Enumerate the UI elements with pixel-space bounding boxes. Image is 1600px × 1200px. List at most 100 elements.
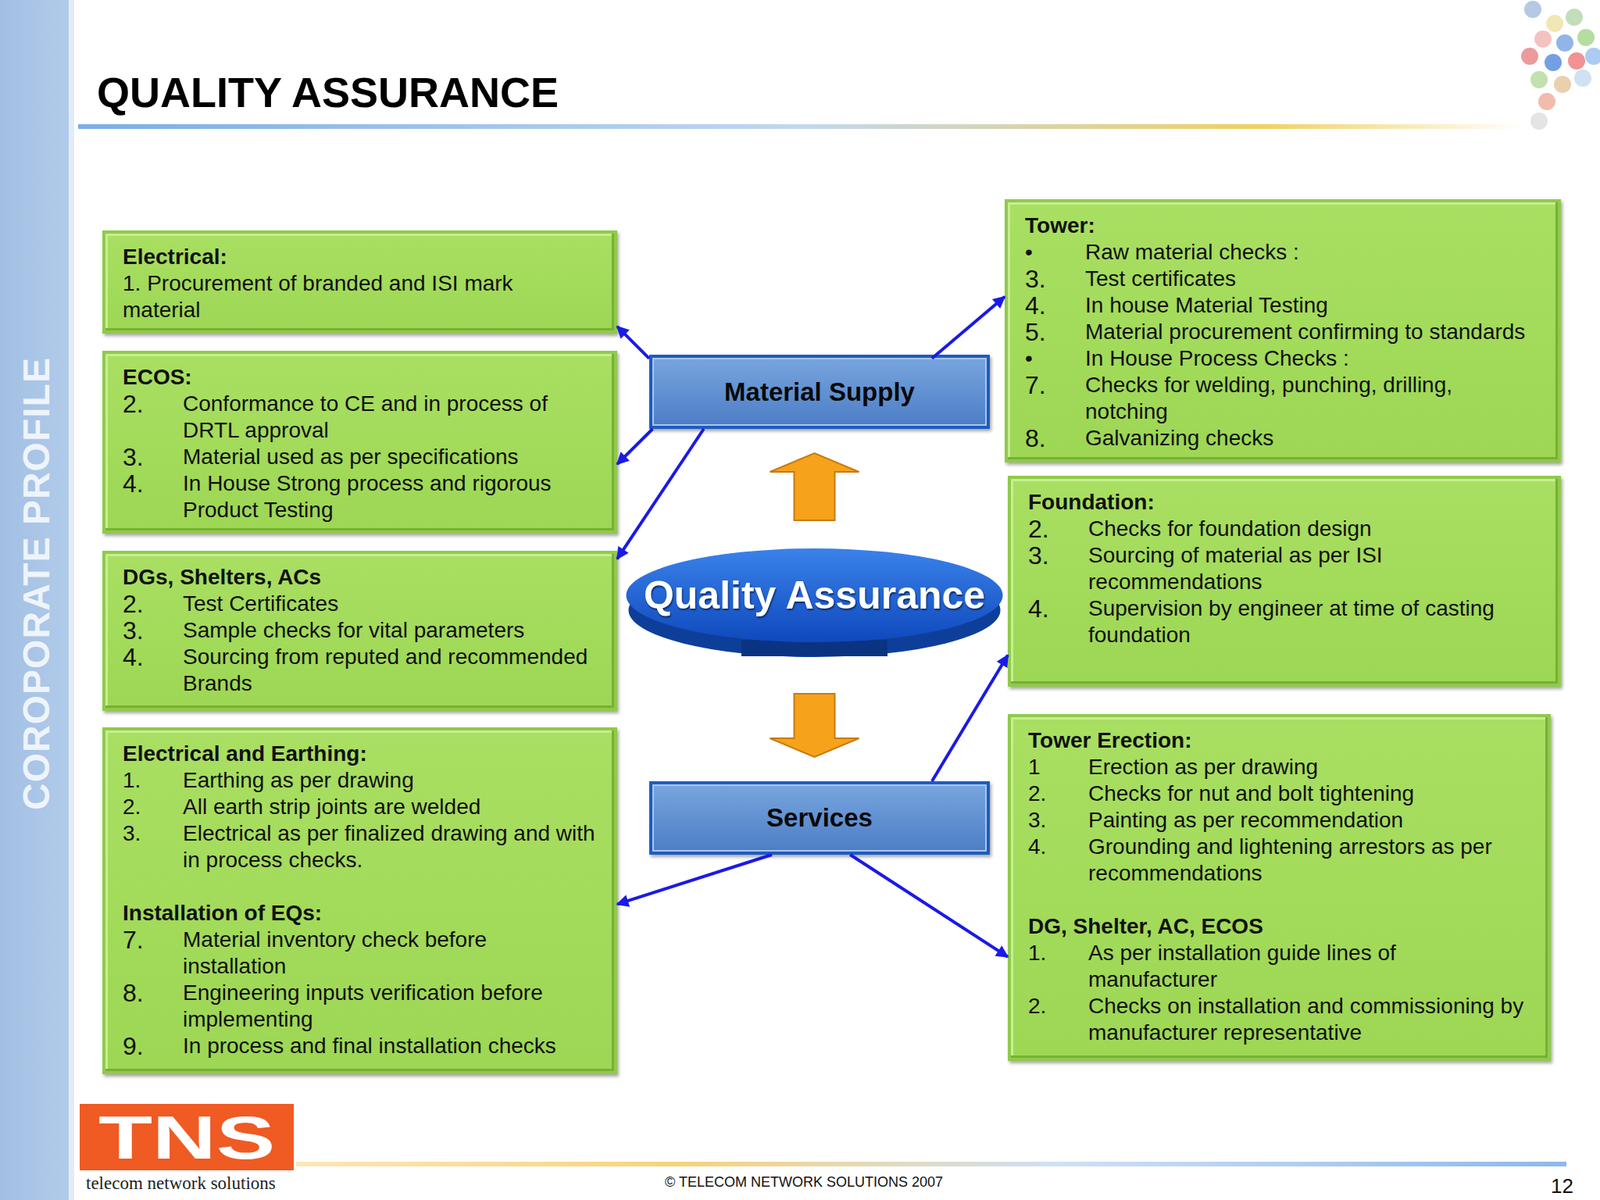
dot: [1544, 53, 1562, 72]
item-number: 8.: [1025, 425, 1086, 452]
dot: [1546, 14, 1564, 33]
logo-dots: [1521, 0, 1600, 130]
item-number: 4.: [122, 643, 183, 697]
logo-box: [79, 1103, 294, 1171]
box-label: Material Supply: [724, 377, 915, 408]
item-text: Material inventory check before installa…: [182, 926, 596, 980]
disk-label: Quality Assurance: [624, 571, 1005, 619]
connector-arrow: [850, 854, 1008, 958]
connector-arrow: [617, 854, 772, 904]
center-disk: Quality Assurance: [624, 547, 1005, 658]
item-text: As per installation guide lines of manuf…: [1088, 939, 1531, 993]
dot: [1574, 69, 1592, 87]
logo-text: TNS: [98, 1106, 275, 1169]
item-text: Test certificates: [1085, 265, 1537, 293]
dot: [1530, 112, 1548, 130]
dot: [1556, 34, 1574, 52]
connector-arrow: [617, 428, 653, 465]
item-text: Checks for foundation design: [1088, 515, 1540, 543]
connector-arrow: [932, 655, 1008, 783]
item-list: Tower Erection:1Erection as per drawing2…: [1028, 727, 1540, 1047]
item-list: Electrical:1. Procurement of branded and…: [122, 243, 607, 324]
item-text: In process and final installation checks: [182, 1032, 596, 1060]
info-box: Electrical:1. Procurement of branded and…: [102, 230, 618, 334]
item-number: 2.: [1028, 515, 1089, 543]
dot: [1524, 0, 1542, 18]
box-heading: Electrical and Earthing:: [122, 740, 596, 768]
item-number: 3.: [1025, 265, 1086, 293]
block-arrow: [770, 693, 860, 758]
item-text: 1. Procurement of branded and ISI mark m…: [122, 270, 561, 324]
dot: [1521, 47, 1539, 65]
info-box: Tower Erection:1Erection as per drawing2…: [1007, 714, 1551, 1061]
item-text: Earthing as per drawing: [182, 767, 596, 794]
info-box: DGs, Shelters, ACs2.Test Certificates3.S…: [102, 550, 618, 711]
title-rule: [78, 124, 1524, 129]
box-heading: ECOS:: [122, 364, 596, 391]
item-number: 4.: [1028, 833, 1089, 887]
item-text: Sourcing of material as per ISI recommen…: [1088, 542, 1540, 596]
item-text: Checks for welding, punching, drilling, …: [1085, 371, 1537, 425]
item-number: 2.: [122, 390, 183, 444]
dot: [1577, 28, 1595, 47]
connector-arrow: [617, 326, 650, 359]
item-number: 1.: [1028, 939, 1089, 993]
item-number: 3.: [1028, 807, 1089, 834]
dot: [1585, 47, 1600, 65]
item-list: DGs, Shelters, ACs2.Test Certificates3.S…: [122, 564, 607, 697]
connector-arrow: [932, 296, 1005, 359]
item-list: ECOS:2.Conformance to CE and in process …: [122, 364, 607, 524]
item-number: 3.: [1028, 542, 1089, 596]
item-text: Checks for nut and bolt tightening: [1088, 780, 1531, 808]
item-text: Engineering inputs verification before i…: [182, 979, 596, 1033]
item-number: 1: [1028, 753, 1089, 781]
page-number: 12: [1550, 1174, 1574, 1198]
dot: [1553, 75, 1572, 93]
item-text: All earth strip joints are welded: [182, 793, 596, 821]
dot: [1538, 92, 1556, 111]
item-number: 4.: [1025, 292, 1086, 319]
item-text: Raw material checks :: [1085, 239, 1537, 266]
item-text: Galvanizing checks: [1085, 425, 1537, 452]
item-number: 4.: [1028, 595, 1089, 649]
dot: [1530, 71, 1548, 89]
box-heading: Foundation:: [1028, 489, 1540, 516]
process-box: Material Supply: [649, 354, 990, 429]
item-number: 7.: [122, 926, 183, 980]
band-text: COROPORATE PROFILE: [14, 357, 58, 811]
info-box: Tower:•Raw material checks :3.Test certi…: [1004, 199, 1561, 463]
item-text: Grounding and lightening arrestors as pe…: [1088, 833, 1531, 887]
item-text: In House Strong process and rigorous Pro…: [182, 470, 596, 524]
copyright-note: © TELECOM NETWORK SOLUTIONS 2007: [664, 1173, 943, 1191]
item-number: 4.: [122, 470, 183, 524]
logo-caption: telecom network solutions: [85, 1171, 276, 1196]
item-text: In house Material Testing: [1085, 292, 1537, 319]
block-arrow: [770, 453, 860, 521]
item-text: Test Certificates: [182, 590, 596, 618]
disk-base: [741, 639, 888, 657]
box-heading: Tower Erection:: [1028, 727, 1531, 754]
item-number: 2.: [1028, 780, 1089, 808]
item-text: Conformance to CE and in process of DRTL…: [182, 390, 596, 444]
item-list: Electrical and Earthing:1.Earthing as pe…: [122, 740, 607, 1060]
box-label: Services: [766, 803, 873, 833]
info-box: Foundation:2.Checks for foundation desig…: [1007, 475, 1561, 687]
item-text: Checks on installation and commissioning…: [1088, 992, 1531, 1047]
item-number: 3.: [122, 617, 183, 644]
item-number: 1.: [122, 767, 183, 794]
dot: [1567, 52, 1586, 70]
item-number: 2.: [122, 793, 183, 821]
item-list: Foundation:2.Checks for foundation desig…: [1028, 489, 1550, 649]
box-heading: Tower:: [1025, 212, 1537, 240]
item-text: Painting as per recommendation: [1088, 807, 1531, 834]
process-box: Services: [649, 781, 990, 855]
item-text: In House Process Checks :: [1085, 345, 1537, 372]
item-number: •: [1025, 239, 1086, 266]
side-band: COROPORATE PROFILE: [0, 0, 75, 1200]
box-heading: Electrical:: [122, 243, 596, 271]
item-number: 9.: [122, 1032, 183, 1060]
item-number: 5.: [1025, 318, 1086, 346]
item-text: Erection as per drawing: [1088, 753, 1531, 781]
